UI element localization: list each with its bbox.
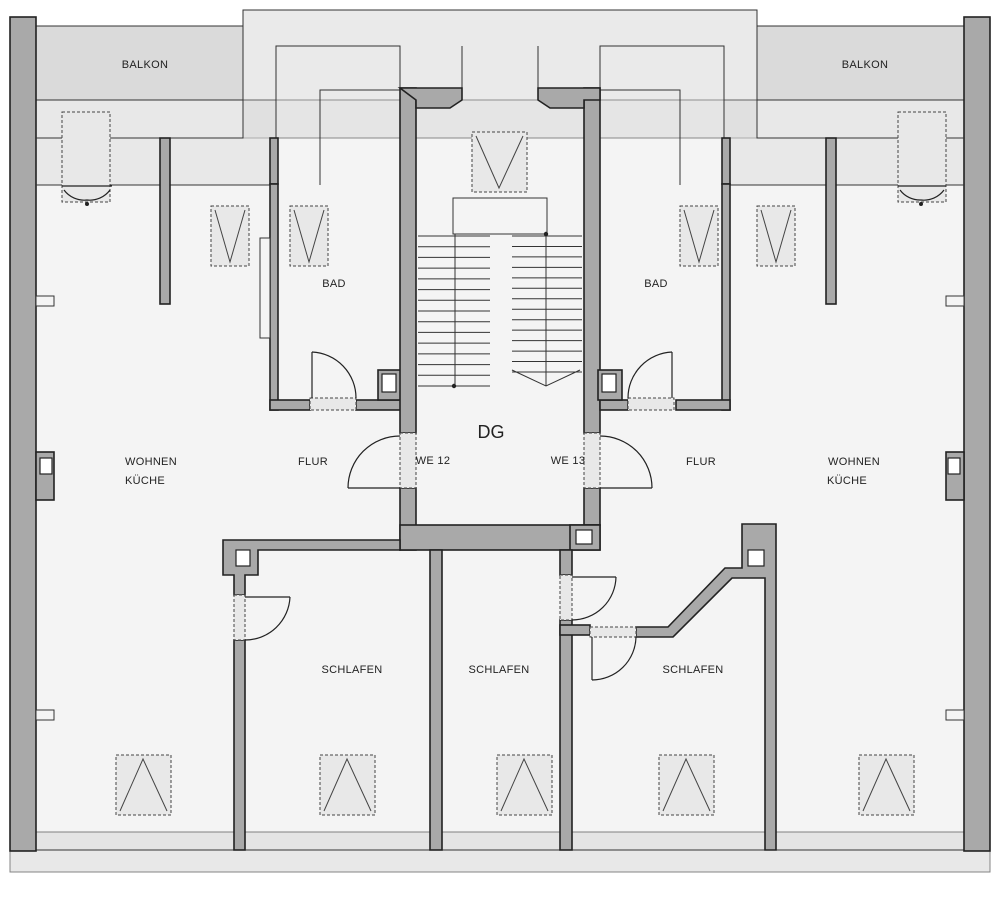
room-label-schlafen-middle: SCHLAFEN [468,664,529,676]
room-label-bad-right: BAD [644,278,668,290]
wall-bedroom-mid-east [559,549,573,576]
roof-window-schlafen-middle [496,754,553,816]
level-label-dg: DG [478,422,505,442]
roof-band-top [242,9,758,139]
balcony-right-label: BALKON [842,59,888,71]
wall-left-stub-1 [159,137,171,305]
unit-label-we12: WE 12 [416,455,451,467]
room-label-wohnen-right: WOHNEN [828,456,880,468]
wall-bad-left-south [269,399,311,411]
staircase [418,197,582,389]
door-entrance-we13[interactable] [583,432,653,489]
outer-wall-left [9,16,37,852]
wall-bedroom-mid-west [429,549,443,851]
wall-core-south [399,524,601,551]
room-label-wohnen-left: WOHNEN [125,456,177,468]
eaves-band-bottom [9,831,991,873]
roof-window-right-1 [756,205,796,267]
room-label-bad-left: BAD [322,278,346,290]
chimney-left [35,451,55,501]
roof-window-left-1 [210,205,250,267]
roof-window-bad-left [289,205,329,267]
outer-wall-right [963,16,991,852]
roof-window-bad-right [679,205,719,267]
room-label-flur-left: FLUR [298,456,328,468]
room-label-kueche-right: KÜCHE [827,475,867,487]
wall-bad-left-west [269,183,279,411]
door-bad-left[interactable] [309,351,357,411]
door-schlafen-middle[interactable] [559,574,617,621]
wall-bad-right-east [721,183,731,411]
roof-window-schlafen-left [319,754,376,816]
door-entrance-we12[interactable] [347,432,417,489]
roof-window-wohnen-left [115,754,172,816]
roof-window-schlafen-right [658,754,715,816]
wall-right-stub-1 [825,137,837,305]
wall-bedroom-left [222,539,401,596]
door-balcony-left[interactable] [61,111,112,206]
floor-area [35,99,965,851]
door-bad-right[interactable] [627,351,675,411]
door-balcony-right[interactable] [897,111,947,206]
roof-window-core [471,131,528,193]
wall-right-stub-2 [721,137,731,185]
chimney-right [945,451,965,501]
roof-window-wohnen-right [858,754,915,816]
wall-left-stub-2 [269,137,279,185]
unit-label-we13: WE 13 [551,455,586,467]
wall-core-left [399,87,417,434]
door-schlafen-left[interactable] [233,594,291,641]
room-label-kueche-left: KÜCHE [125,475,165,487]
room-label-flur-right: FLUR [686,456,716,468]
room-label-schlafen-left: SCHLAFEN [321,664,382,676]
door-schlafen-right[interactable] [589,626,637,681]
room-label-schlafen-right: SCHLAFEN [662,664,723,676]
balcony-left-label: BALKON [122,59,168,71]
